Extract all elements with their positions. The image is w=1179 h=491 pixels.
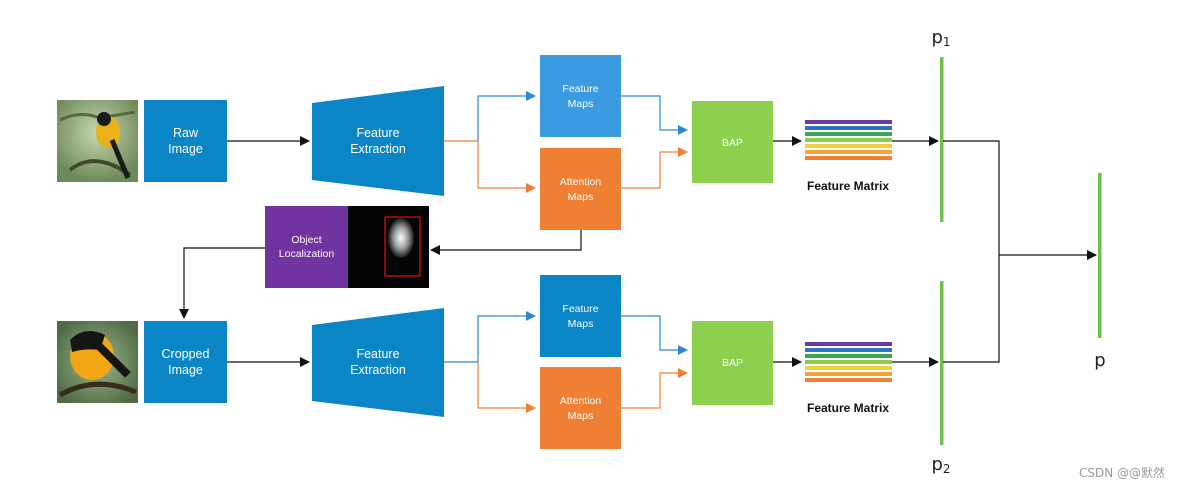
raw-image-label-line1: Raw <box>173 126 199 140</box>
feature-maps-bottom <box>540 275 621 357</box>
attention-maps-bottom-line2: Maps <box>568 410 594 422</box>
cropped-bird-image <box>57 321 138 403</box>
feature-matrix-bottom <box>805 342 892 382</box>
attention-heatmap-image <box>348 206 429 288</box>
watermark-text: CSDN @@默然 <box>1078 466 1165 480</box>
cropped-image-label-line1: Cropped <box>162 347 210 361</box>
object-localization-box <box>265 206 348 288</box>
bap-top-label: BAP <box>722 137 743 149</box>
attention-maps-top-line1: Attention <box>560 176 602 188</box>
bap-bottom-label: BAP <box>722 357 743 369</box>
object-localization-line1: Object <box>291 234 321 246</box>
bap-bottom <box>692 321 773 405</box>
attention-maps-bottom <box>540 367 621 449</box>
raw-image-box <box>144 100 227 182</box>
feature-extraction-top-line2: Extraction <box>350 142 406 156</box>
feature-maps-top-line1: Feature <box>562 83 598 95</box>
cropped-image-box <box>144 321 227 403</box>
feature-maps-top <box>540 55 621 137</box>
cropped-image-label-line2: Image <box>168 363 203 377</box>
p2-label: p2 <box>931 454 950 476</box>
p1-label: p1 <box>931 27 950 49</box>
feature-maps-bottom-line2: Maps <box>568 318 594 330</box>
bap-top <box>692 101 773 183</box>
feature-extraction-bottom <box>312 308 444 417</box>
p2-output-bar <box>940 281 944 445</box>
feature-maps-bottom-line1: Feature <box>562 303 598 315</box>
final-output-bar <box>1098 173 1102 338</box>
feature-matrix-bottom-caption: Feature Matrix <box>807 401 889 415</box>
raw-bird-image <box>57 100 138 182</box>
attention-maps-top-line2: Maps <box>568 191 594 203</box>
object-localization-line2: Localization <box>279 248 335 260</box>
p1-output-bar <box>940 57 944 222</box>
feature-extraction-top <box>312 86 444 196</box>
feature-extraction-bottom-line1: Feature <box>356 347 399 361</box>
attention-maps-top <box>540 148 621 230</box>
feature-extraction-bottom-line2: Extraction <box>350 363 406 377</box>
feature-matrix-top <box>805 120 892 160</box>
attention-maps-bottom-line1: Attention <box>560 395 602 407</box>
feature-matrix-top-caption: Feature Matrix <box>807 179 889 193</box>
raw-image-label-line2: Image <box>168 142 203 156</box>
feature-extraction-top-line1: Feature <box>356 126 399 140</box>
feature-maps-top-line2: Maps <box>568 98 594 110</box>
final-output-label: p <box>1094 350 1105 371</box>
